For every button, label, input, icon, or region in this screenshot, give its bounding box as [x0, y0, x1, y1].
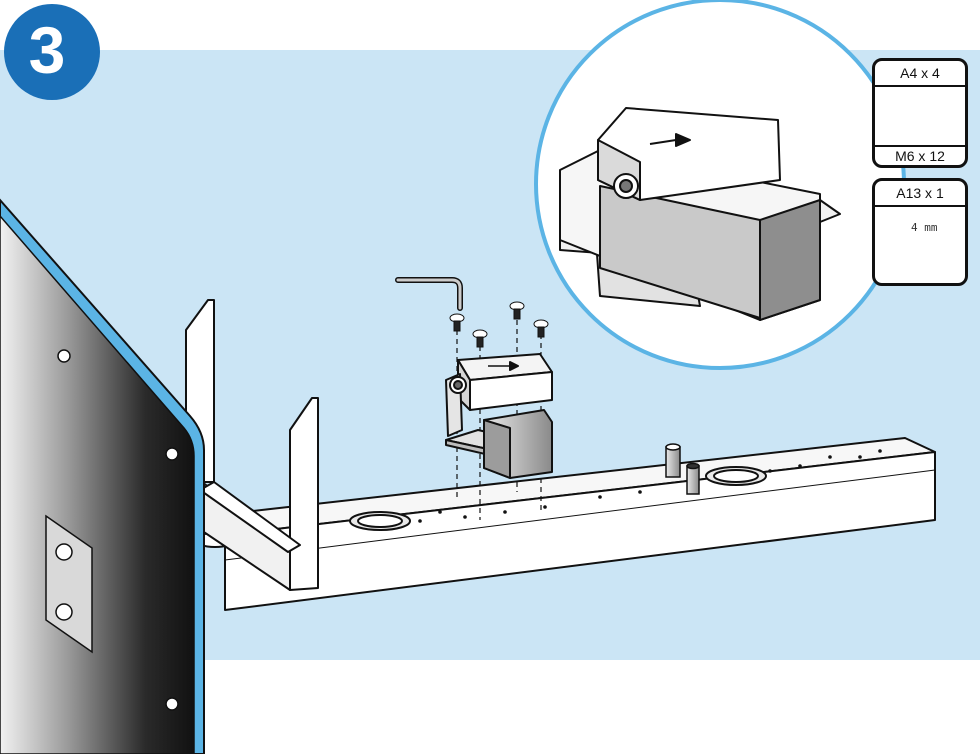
parts-card-a4: A4 x 4 M6 x 12: [872, 58, 968, 168]
standoff-posts: [665, 443, 700, 495]
beam-holes: [418, 449, 882, 523]
part-count-label: A13 x 1: [896, 185, 944, 201]
step-badge-circle: [4, 4, 100, 100]
part-count-label: A4 x 4: [900, 65, 940, 81]
card-divider: [875, 145, 965, 147]
key-size-label: 4 mm: [911, 221, 938, 234]
card-divider: [875, 205, 965, 207]
screws: [449, 301, 549, 348]
card-divider: [875, 85, 965, 87]
step-number: 3: [28, 13, 66, 87]
parts-card-a13: A13 x 1 4 mm: [872, 178, 968, 286]
step-badge: 3: [0, 0, 104, 104]
base-beam: [189, 437, 936, 611]
detail-zoom-view: [534, 0, 906, 370]
tv-panel: [0, 198, 205, 754]
mounting-bracket: [445, 353, 553, 479]
part-size-label: M6 x 12: [895, 148, 945, 164]
